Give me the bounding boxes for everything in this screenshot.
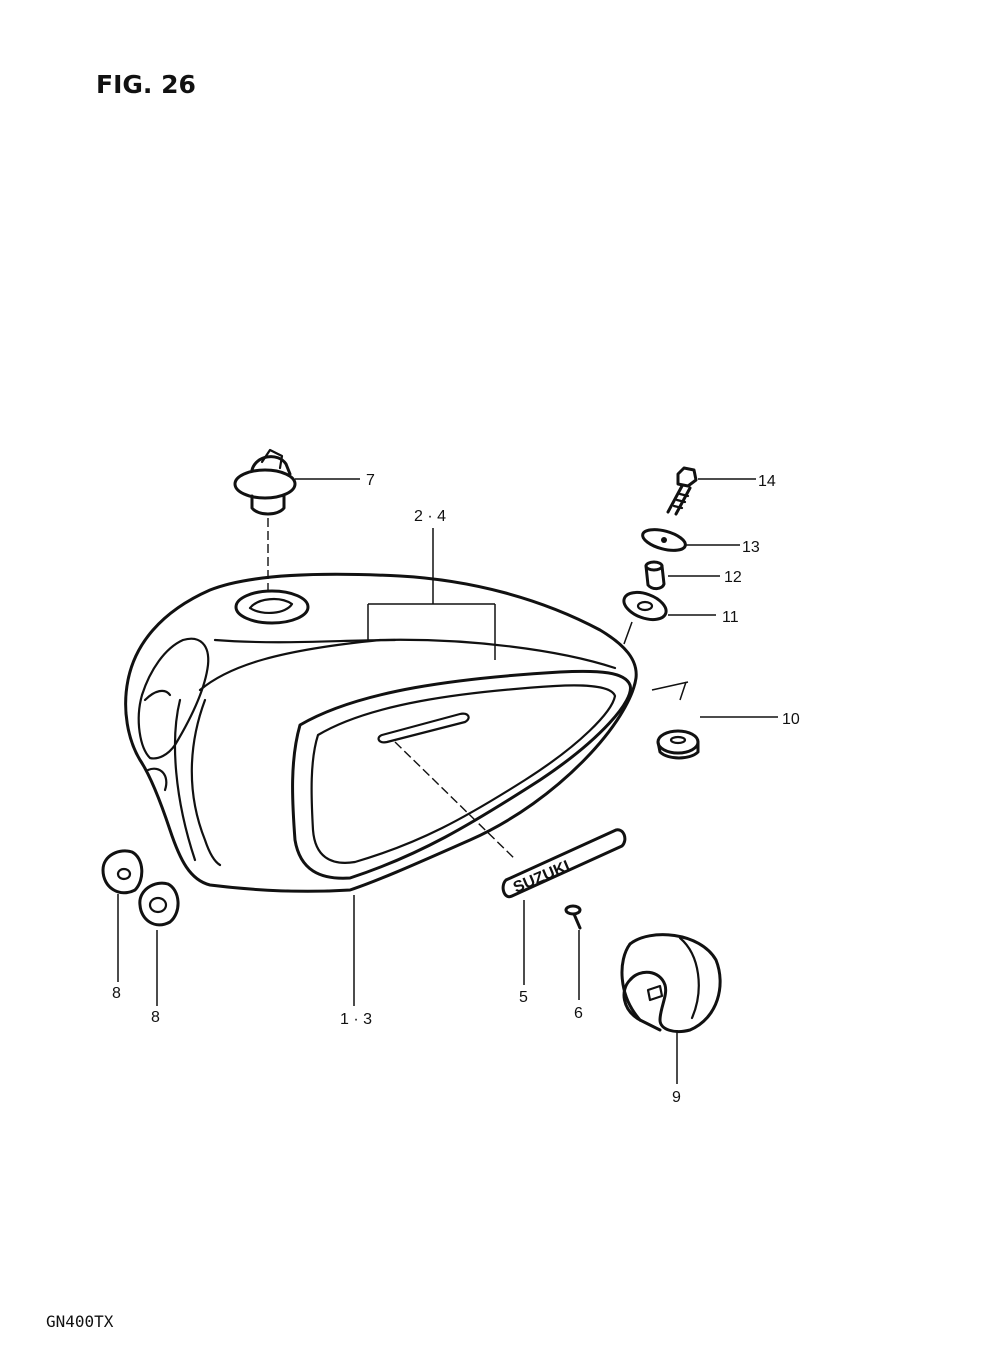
callout-labels: 7 2 · 4 14 13 12 11 10 8 8 1 · 3 5 6 9 — [112, 472, 800, 1106]
callout-7: 7 — [366, 472, 375, 489]
rear-mount-rubber — [620, 933, 722, 1034]
fuel-tank — [124, 572, 638, 893]
screw — [564, 904, 582, 930]
callout-9: 9 — [672, 1089, 681, 1106]
grommet — [656, 729, 700, 760]
model-code: GN400TX — [46, 1312, 114, 1331]
collar — [644, 560, 666, 591]
suzuki-emblem: SUZUKI — [501, 828, 627, 899]
figure-title: FIG. 26 — [96, 70, 196, 99]
callout-11: 11 — [722, 609, 739, 626]
fuel-cap — [233, 448, 297, 516]
bolt — [666, 466, 698, 516]
callout-12: 12 — [724, 569, 742, 586]
callout-10: 10 — [782, 711, 800, 728]
callout-6: 6 — [574, 1005, 583, 1022]
callout-8b: 8 — [151, 1009, 160, 1026]
front-cushion-a — [101, 849, 144, 895]
callout-5: 5 — [519, 989, 528, 1006]
callout-2-4: 2 · 4 — [414, 508, 446, 525]
front-cushion-b — [138, 881, 180, 927]
callout-14: 14 — [758, 473, 776, 490]
washer — [641, 528, 687, 552]
leader-lines — [117, 478, 778, 1084]
callout-1-3: 1 · 3 — [340, 1011, 372, 1028]
callout-13: 13 — [742, 539, 760, 556]
cushion-washer — [622, 590, 668, 622]
callout-8a: 8 — [112, 985, 121, 1002]
